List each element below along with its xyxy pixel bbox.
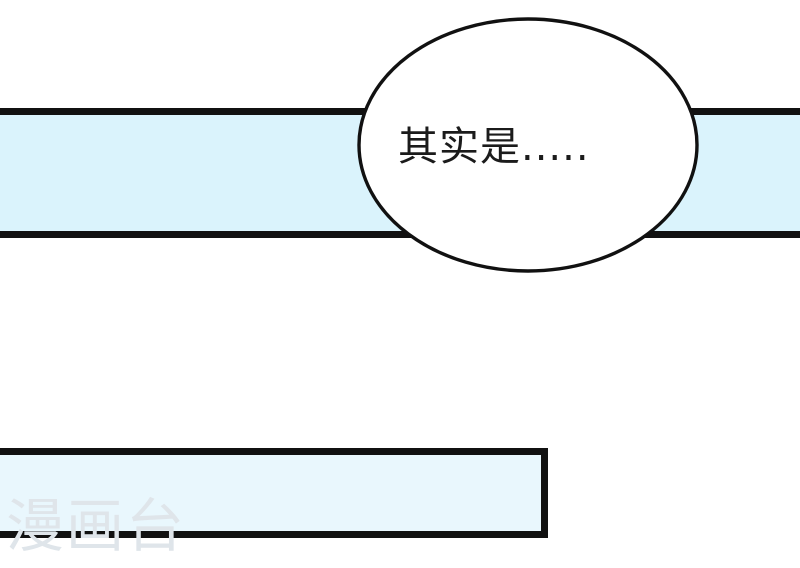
speech-balloon-text: 其实是..... bbox=[398, 124, 590, 170]
speech-balloon-ellipse-icon bbox=[357, 17, 699, 273]
site-watermark: 漫画台 bbox=[6, 492, 187, 560]
speech-balloon bbox=[356, 16, 700, 274]
comic-panel-bottom bbox=[0, 448, 548, 538]
